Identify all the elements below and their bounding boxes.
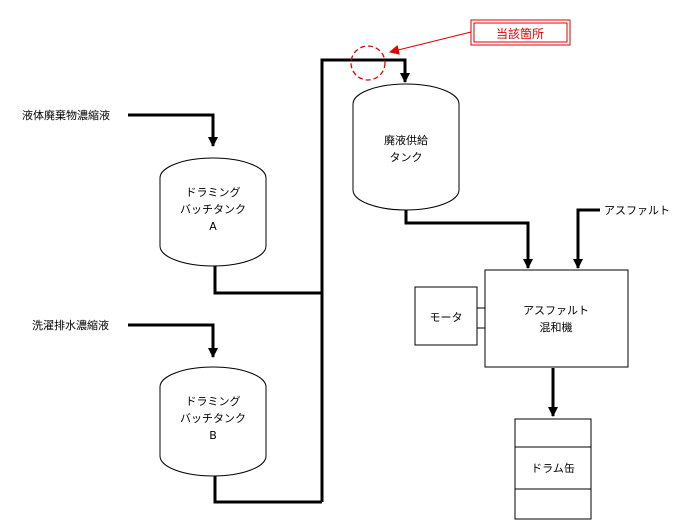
arrow-liquid-waste-input: [128, 113, 218, 147]
callout-label: 当該箇所: [496, 26, 544, 41]
mixer-label-line2: 混和機: [540, 320, 573, 334]
mixer-label-line1: アスファルト: [523, 304, 589, 317]
tank-b-label-line2: バッチタンク: [180, 412, 246, 425]
motor-label: モータ: [430, 311, 463, 324]
tank-b-label-line3: B: [209, 429, 217, 442]
waste-feed-tank: 廃液供給 タンク: [352, 83, 460, 211]
tank-a-label-line3: A: [209, 220, 217, 233]
callout-arrow: [389, 31, 472, 55]
location-marker-circle: [350, 45, 386, 81]
arrow-feed-to-mixer: [404, 206, 533, 269]
pipe-riser: [320, 58, 410, 502]
tank-b-label-line1: ドラミング: [186, 394, 241, 408]
drum-label: ドラム缶: [531, 461, 575, 475]
arrow-asphalt-input: [573, 208, 600, 269]
motor: モータ: [414, 286, 478, 346]
drumming-batch-tank-a: ドラミング バッチタンク A: [159, 157, 267, 267]
liquid-waste-label: 液体廃棄物濃縮液: [22, 108, 110, 122]
tank-a-label-line2: バッチタンク: [180, 203, 246, 216]
drum: ドラム缶: [514, 418, 592, 520]
tank-a-label-line1: ドラミング: [186, 185, 241, 199]
drumming-batch-tank-b: ドラミング バッチタンク B: [159, 366, 267, 477]
callout-box: 当該箇所: [470, 19, 571, 46]
asphalt-mixer: アスファルト 混和機: [484, 269, 629, 368]
asphalt-label: アスファルト: [604, 204, 670, 217]
laundry-waste-label: 洗濯排水濃縮液: [32, 318, 109, 332]
feed-tank-label-line1: 廃液供給: [384, 133, 428, 147]
pipe-tank-a-outlet: [213, 262, 322, 295]
arrow-laundry-waste-input: [128, 323, 218, 358]
pipe-tank-b-outlet: [213, 472, 322, 504]
feed-tank-label-line2: タンク: [390, 151, 423, 164]
